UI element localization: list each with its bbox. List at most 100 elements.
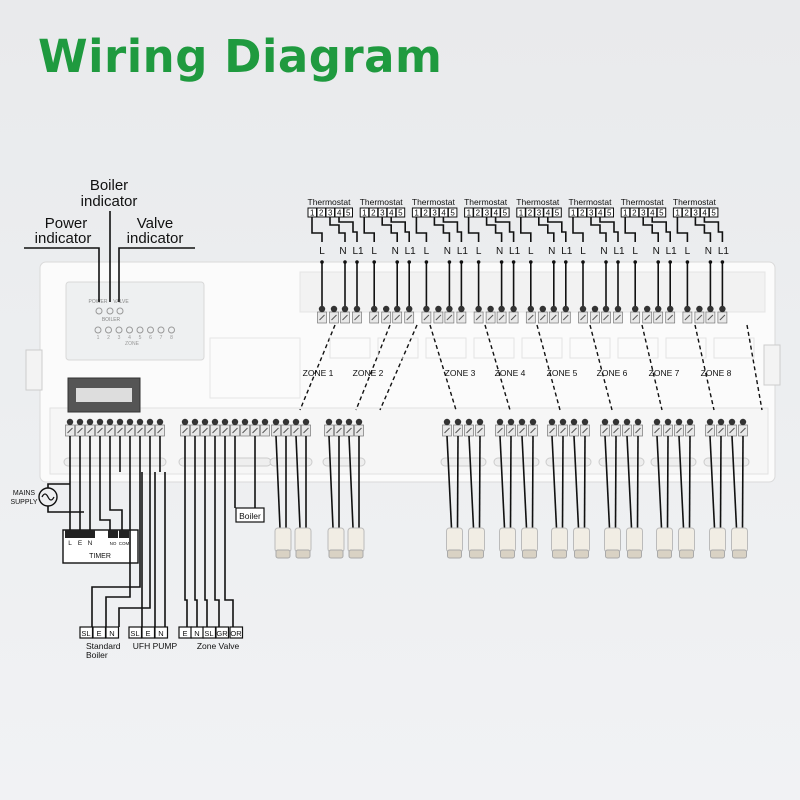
wire-label-N: N [444, 246, 451, 257]
bottom-terminal [580, 418, 590, 437]
bottom-terminal [334, 418, 344, 437]
zone-top-terminal [525, 305, 536, 324]
screw-icon [242, 427, 248, 434]
terminal-screw [644, 305, 651, 313]
screw-icon [602, 427, 608, 434]
actuator-body [468, 527, 485, 553]
wire-label-L1: L1 [405, 246, 417, 257]
thermostat-pin-box [552, 207, 562, 218]
bottom-terminal [506, 418, 516, 437]
terminal-screw [282, 418, 290, 426]
wire-label-L1: L1 [666, 246, 678, 257]
terminal-screw [201, 418, 209, 426]
terminal-screw [507, 418, 515, 426]
output-terminal-box [105, 626, 120, 639]
screw-icon [331, 314, 337, 321]
screw-icon [222, 427, 228, 434]
zone-top-terminal [496, 305, 507, 324]
zone-label: ZONE 2 [353, 368, 384, 378]
timer-terminal-label: E [78, 540, 83, 547]
thermostat-wire-L [415, 217, 428, 242]
zone-top-terminal [601, 305, 611, 324]
bottom-terminal [230, 418, 240, 437]
power-indicator-label: Power [45, 215, 88, 232]
screw-icon [475, 314, 482, 321]
actuator-wire [604, 435, 611, 529]
timer-terminal-screw [108, 530, 118, 538]
terminal-screw [465, 418, 473, 426]
dashed-zone-leader [379, 324, 418, 411]
thermostat-pin-number: 1 [623, 209, 628, 218]
board-print [329, 337, 371, 359]
thermal-actuator [327, 527, 345, 559]
screw-icon [560, 427, 566, 434]
zone-led-7 [157, 326, 165, 334]
bottom-terminal [180, 418, 190, 437]
terminal-screw [614, 305, 622, 313]
boiler-indicator-label: indicator [81, 193, 138, 210]
output-terminal-label: N [194, 629, 199, 638]
wire-label-L: L [580, 246, 586, 257]
actuator-body [626, 527, 643, 553]
wire-label-L1: L1 [509, 246, 521, 257]
ac-wave-icon [41, 493, 55, 501]
terminal-screw [602, 305, 610, 313]
screw-icon [446, 314, 453, 321]
screw-icon [497, 427, 503, 434]
bottom-terminal [464, 418, 474, 437]
terminal-screw [454, 418, 462, 426]
actuator-base [348, 549, 364, 559]
terminal-screw [684, 305, 691, 313]
screw-icon [487, 314, 494, 321]
terminal-screw [221, 418, 229, 426]
terminal-screw [156, 418, 164, 426]
actuator-body [573, 527, 590, 553]
actuator-wire [626, 435, 633, 529]
terminal-screw [562, 305, 569, 313]
thermostat-pin-number: 4 [650, 209, 655, 218]
actuator-wire [741, 435, 744, 529]
screw-icon [117, 427, 123, 434]
screw-icon [466, 427, 472, 434]
terminal-screw [96, 418, 104, 426]
terminal-screw [539, 305, 546, 313]
wire-label-N: N [600, 246, 607, 257]
bottom-terminal [240, 418, 250, 437]
actuator-body [446, 527, 463, 553]
wire-label-L: L [371, 246, 377, 257]
panel-zone-label: ZONE [125, 341, 140, 347]
actuator-wire [583, 435, 586, 529]
zone-led-5 [136, 326, 144, 334]
thermal-actuator [468, 527, 485, 559]
thermostat-pin-number: 2 [371, 209, 376, 218]
terminal-screw [510, 305, 517, 313]
terminal-screw [706, 418, 714, 426]
boiler-box [235, 507, 265, 523]
zone-top-terminal [340, 305, 350, 324]
screw-icon [687, 427, 693, 434]
actuator-body [731, 527, 748, 553]
thermostat-pin-number: 2 [684, 209, 689, 218]
zone-led-number: 1 [97, 335, 100, 341]
actuator-base [295, 549, 311, 559]
output-terminal-box [215, 626, 230, 639]
dashed-zone-leader [536, 324, 561, 411]
dashed-zone-leader [694, 324, 715, 411]
board-print [713, 337, 755, 359]
valve-indicator-label: Valve [137, 215, 173, 232]
screw-icon [262, 427, 268, 434]
actuator-wire [509, 435, 512, 529]
screw-icon [147, 427, 153, 434]
thermostat-pin-box [395, 207, 406, 218]
board-print [569, 337, 611, 359]
standard-boiler-label: Boiler [86, 650, 108, 660]
terminal-screw [717, 418, 725, 426]
thermostat-pin-number: 4 [702, 209, 707, 218]
actuator-wire [521, 435, 528, 529]
zone-top-terminal [613, 305, 623, 324]
wire-label-L1: L1 [457, 246, 469, 257]
thermostat-wire-N [329, 217, 346, 242]
thermostat-pin-number: 3 [537, 209, 542, 218]
power-callout-line [24, 247, 100, 302]
thermostat-pin-box [343, 207, 353, 218]
